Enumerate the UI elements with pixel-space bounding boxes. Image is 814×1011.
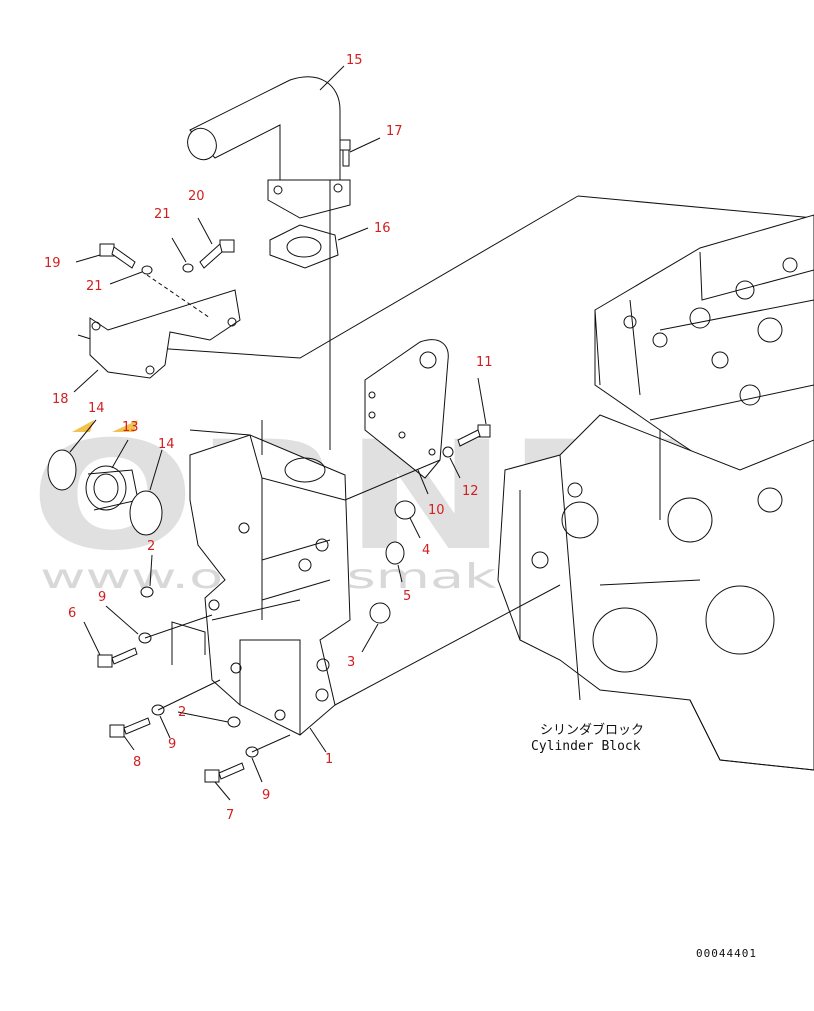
o-ring-14-right [129, 490, 163, 536]
callout-6: 6 [68, 606, 76, 621]
drawing-code: 00044401 [696, 947, 757, 960]
callout-13: 13 [122, 420, 139, 435]
callout-21-left: 21 [86, 279, 103, 294]
callout-9-upper: 9 [98, 590, 106, 605]
callout-2-lower: 2 [178, 705, 186, 720]
gasket-10 [364, 339, 449, 479]
callout-14-left: 14 [88, 401, 105, 416]
bolt-7 [204, 762, 245, 783]
callout-14-right: 14 [158, 437, 175, 452]
o-ring-14-left [47, 449, 77, 491]
seal-4 [394, 500, 416, 520]
callout-20: 20 [188, 189, 205, 204]
callout-11: 11 [476, 355, 493, 370]
cylinder-block-label-jp: シリンダブロック [540, 722, 644, 738]
marker-13 [112, 420, 138, 432]
plug-2-upper [140, 586, 154, 598]
callout-10: 10 [428, 503, 445, 518]
thermostat-housing-1 [189, 420, 351, 736]
callout-8: 8 [133, 755, 141, 770]
bolt-19 [99, 243, 136, 269]
cylinder-block [77, 195, 814, 771]
bolt-11 [457, 424, 491, 447]
seal-5 [385, 541, 405, 565]
washer-12 [442, 446, 454, 458]
callout-4: 4 [422, 543, 430, 558]
cylinder-block-label-en: Cylinder Block [531, 739, 641, 754]
callout-7: 7 [226, 808, 234, 823]
callout-9-lower: 9 [262, 788, 270, 803]
callout-15: 15 [346, 53, 363, 68]
bolt-20 [199, 239, 235, 269]
plug-2-lower [227, 716, 241, 728]
exhaust-elbow-pipe [187, 76, 351, 219]
gasket-16 [269, 224, 339, 269]
callout-2-upper: 2 [147, 539, 155, 554]
thermostat-13 [85, 465, 139, 511]
callout-9-middle: 9 [168, 737, 176, 752]
bolt-17 [339, 139, 351, 167]
callout-1: 1 [325, 752, 333, 767]
plug-3 [369, 602, 391, 624]
callout-5: 5 [403, 589, 411, 604]
callout-18: 18 [52, 392, 69, 407]
callout-16: 16 [374, 221, 391, 236]
washer-21-left [141, 265, 153, 275]
callout-leaders [69, 65, 487, 801]
callout-19: 19 [44, 256, 61, 271]
callout-3: 3 [347, 655, 355, 670]
bolt-8 [109, 717, 151, 738]
bolt-6 [97, 647, 138, 668]
washer-21-right [182, 263, 194, 273]
callout-12: 12 [462, 484, 479, 499]
callout-21-top: 21 [154, 207, 171, 222]
bracket-18 [89, 289, 241, 379]
callout-17: 17 [386, 124, 403, 139]
